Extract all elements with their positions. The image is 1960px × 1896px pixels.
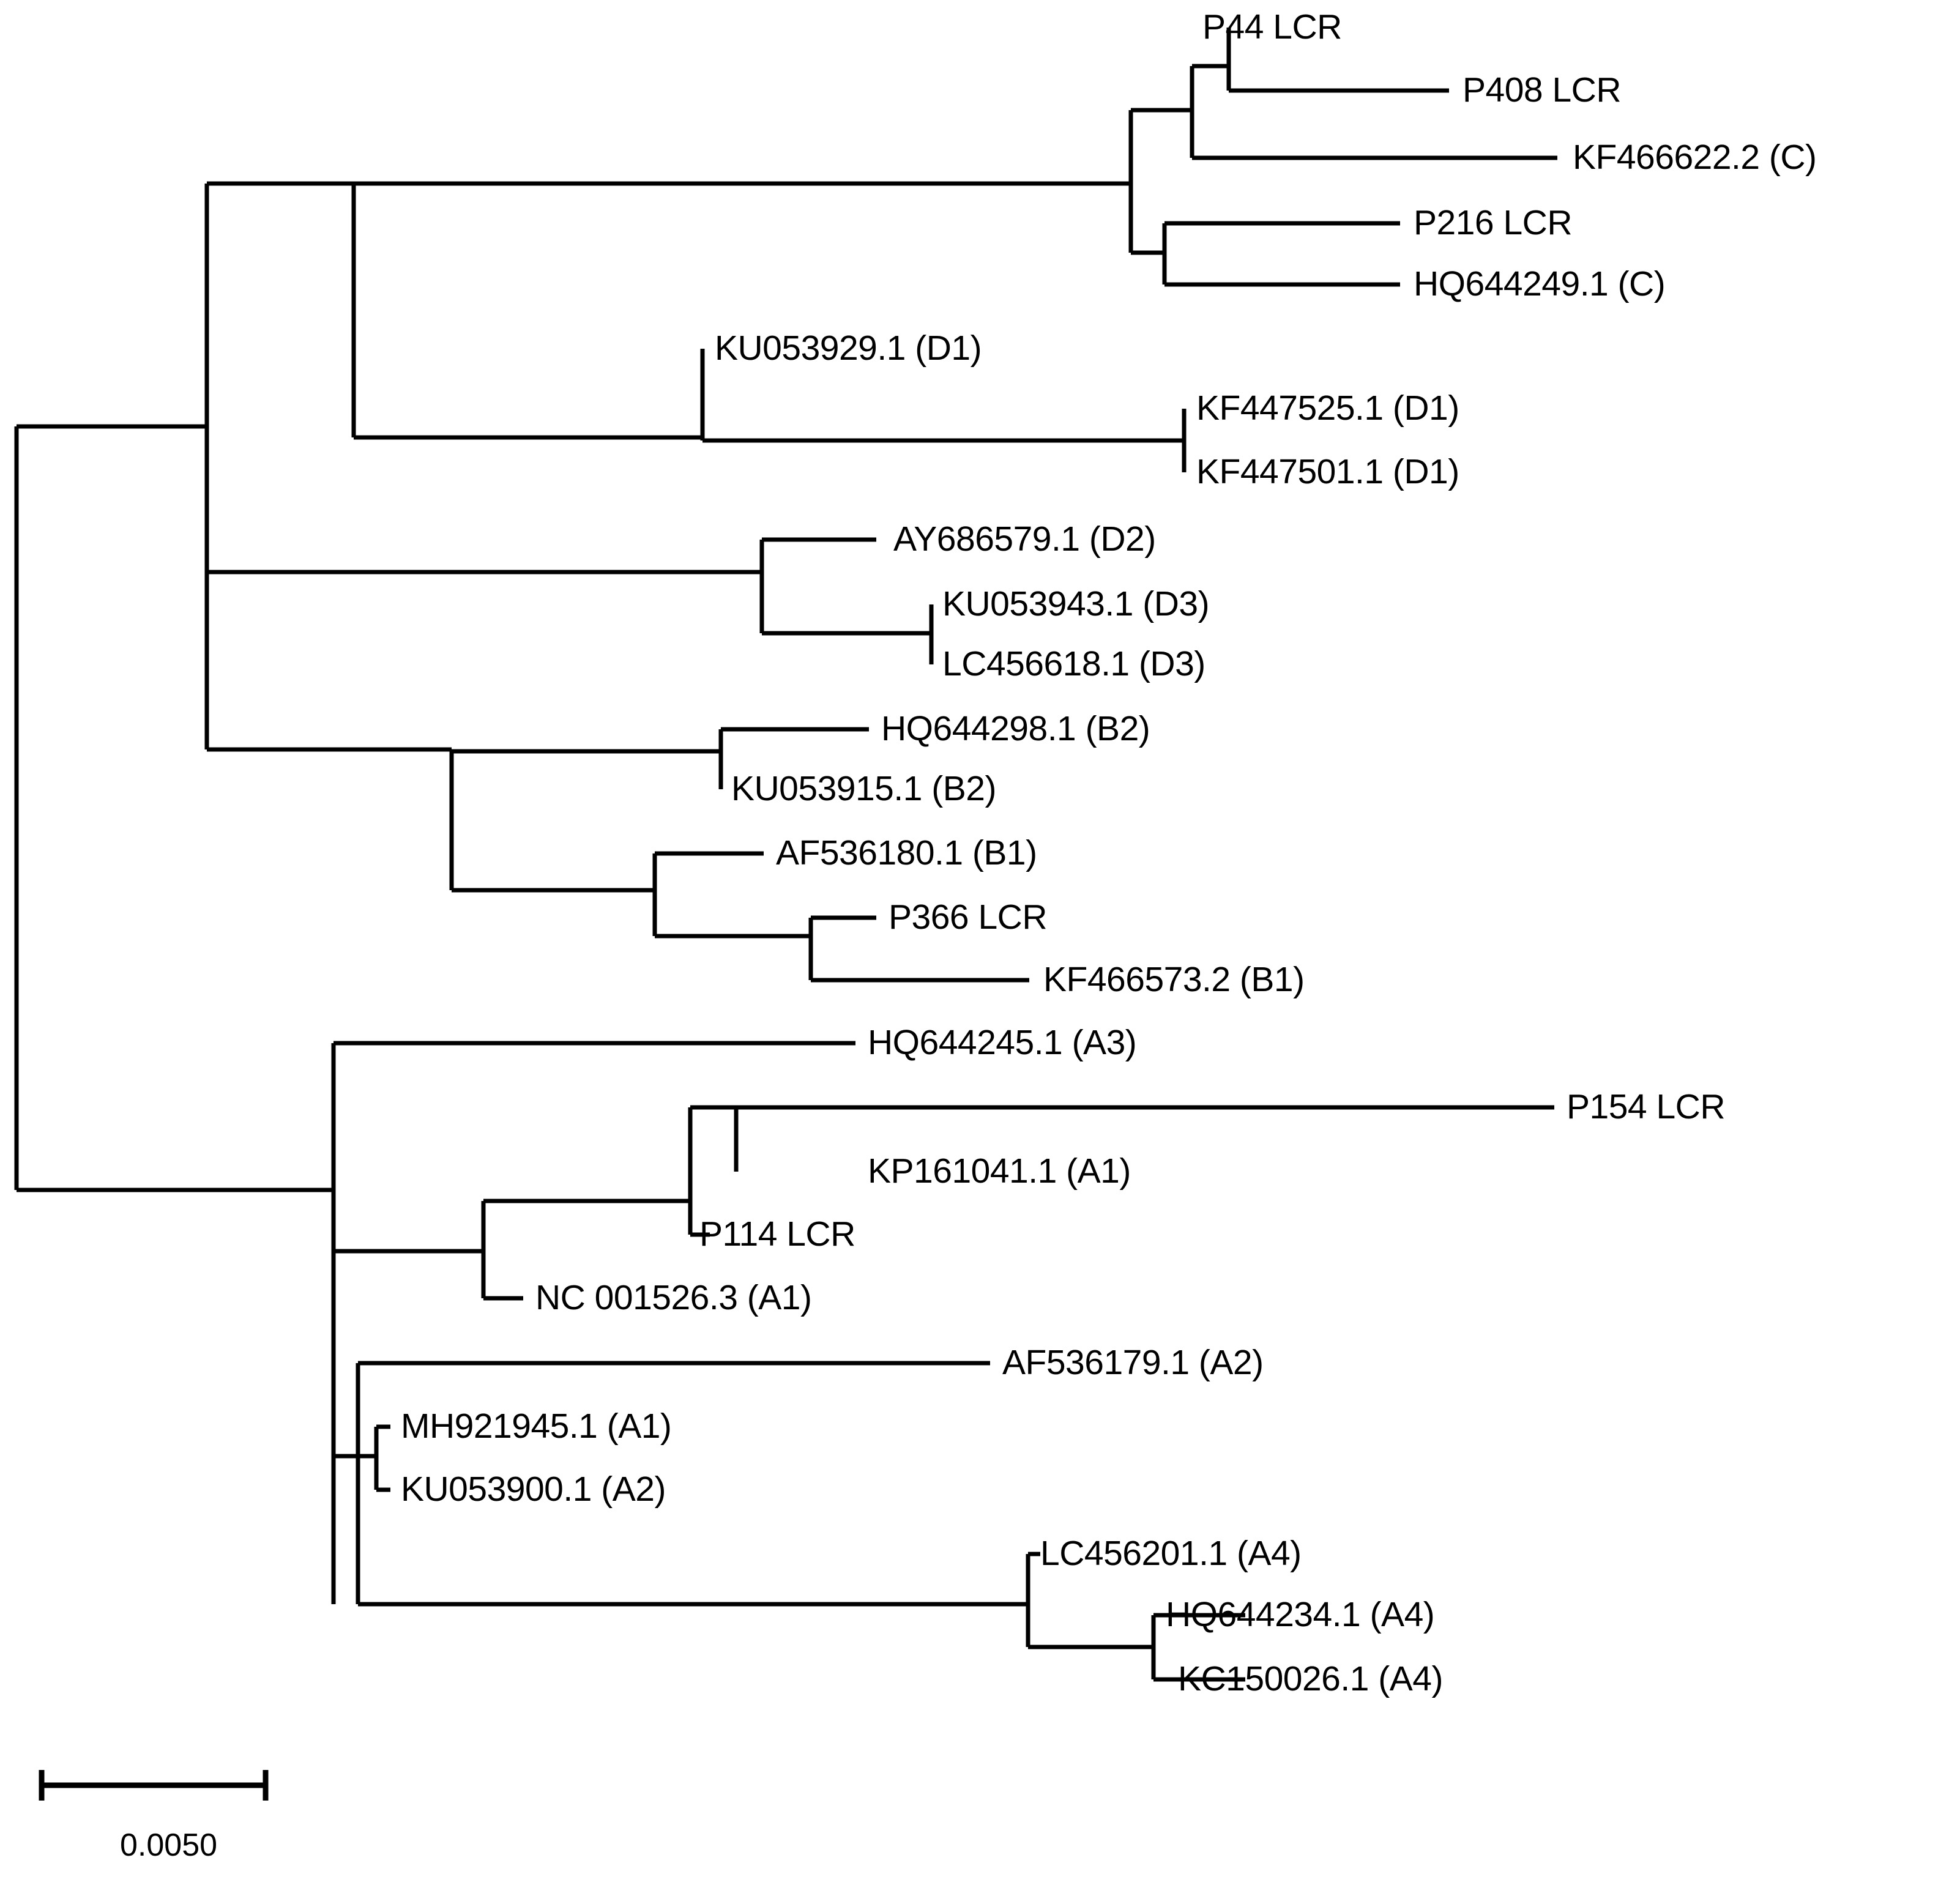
tip-label: LC456618.1 (D3) (942, 644, 1205, 683)
tip-label: KF447525.1 (D1) (1196, 388, 1459, 428)
tip-label: HQ644245.1 (A3) (868, 1023, 1137, 1062)
tip-label: AF536179.1 (A2) (1002, 1343, 1264, 1382)
tip-label: HQ644234.1 (A4) (1166, 1595, 1435, 1634)
tip-label: KU053943.1 (D3) (942, 584, 1210, 623)
tip-label: HQ644249.1 (C) (1414, 264, 1666, 303)
tip-label: LC456201.1 (A4) (1040, 1534, 1302, 1573)
tip-label: P216 LCR (1414, 203, 1573, 242)
tip-label: KU053915.1 (B2) (731, 769, 996, 808)
tip-label: AF536180.1 (B1) (776, 833, 1037, 872)
tip-label: P154 LCR (1567, 1087, 1726, 1126)
tip-label: MH921945.1 (A1) (401, 1407, 672, 1446)
tip-label: P366 LCR (889, 898, 1048, 937)
tip-label: KF466622.2 (C) (1573, 138, 1817, 177)
scale-bar-label: 0.0050 (120, 1827, 218, 1863)
tip-label: KU053929.1 (D1) (715, 329, 982, 368)
tip-label: KC150026.1 (A4) (1178, 1659, 1443, 1698)
tip-label: P408 LCR (1463, 70, 1622, 110)
tip-label: KP161041.1 (A1) (868, 1151, 1131, 1191)
tip-label: AY686579.1 (D2) (893, 519, 1156, 559)
tip-label: P44 LCR (1202, 7, 1342, 46)
tip-label: NC 001526.3 (A1) (535, 1278, 812, 1317)
tip-label: KF447501.1 (D1) (1196, 452, 1459, 491)
tip-label: KU053900.1 (A2) (401, 1470, 666, 1509)
tip-label: KF466573.2 (B1) (1043, 960, 1305, 999)
tip-label: HQ644298.1 (B2) (881, 709, 1150, 748)
tip-label: P114 LCR (699, 1214, 855, 1254)
